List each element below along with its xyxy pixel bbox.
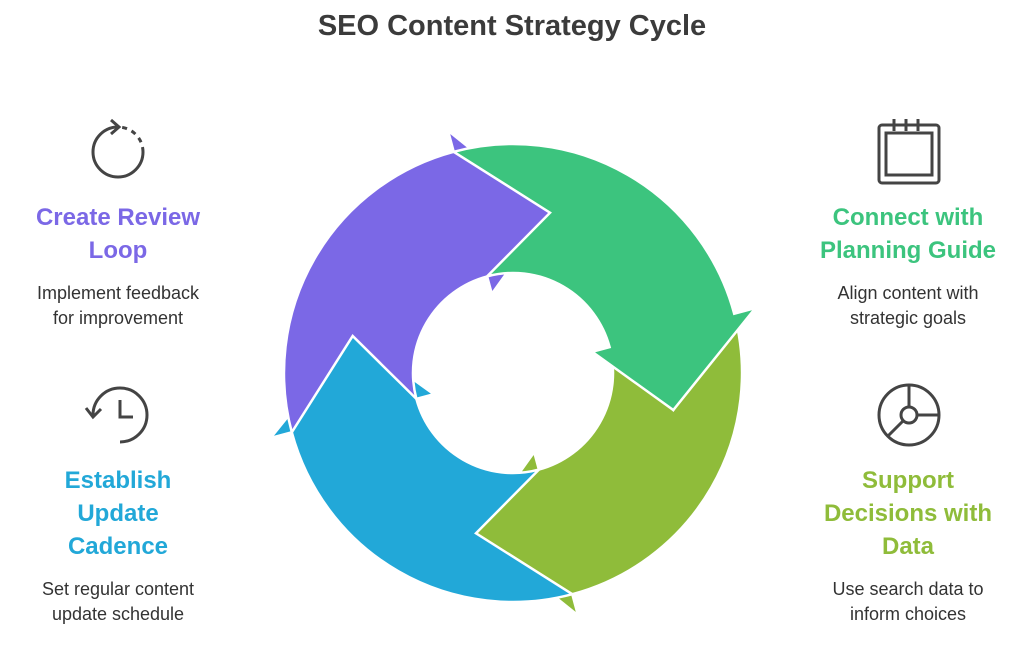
step-support-decisions-data: Support Decisions with Data Use search d… xyxy=(788,464,1024,627)
step-heading: Cadence xyxy=(67,533,169,560)
step-description: update schedule xyxy=(51,604,185,624)
history-clock-icon xyxy=(84,386,149,444)
step-heading: Planning Guide xyxy=(819,237,996,264)
step-description: inform choices xyxy=(849,604,967,624)
step-heading: Create Review xyxy=(35,204,201,231)
pie-chart-icon xyxy=(877,383,941,447)
step-create-review-loop: Create Review Loop Implement feedback fo… xyxy=(0,201,238,331)
step-description: Implement feedback xyxy=(36,283,200,303)
arrow-update-cadence xyxy=(267,334,576,604)
arrow-support-decisions xyxy=(474,310,744,619)
step-description: strategic goals xyxy=(849,308,967,328)
step-description: for improvement xyxy=(52,308,184,328)
calendar-icon xyxy=(877,119,941,185)
step-establish-update-cadence: Establish Update Cadence Set regular con… xyxy=(0,464,238,627)
step-heading: Data xyxy=(881,533,935,560)
step-connect-planning-guide: Connect with Planning Guide Align conten… xyxy=(788,201,1024,331)
step-heading: Loop xyxy=(88,237,148,264)
step-heading: Establish xyxy=(64,467,172,494)
arrow-connect-planning xyxy=(450,142,759,412)
step-description: Align content with xyxy=(837,283,979,303)
refresh-icon xyxy=(91,118,145,179)
diagram-title: SEO Content Strategy Cycle xyxy=(317,10,707,42)
step-heading: Update xyxy=(77,500,159,527)
step-description: Set regular content xyxy=(41,579,195,599)
arrow-review-loop xyxy=(282,127,552,436)
step-heading: Decisions with xyxy=(823,500,993,527)
step-heading: Support xyxy=(862,467,954,494)
step-description: Use search data to xyxy=(832,579,984,599)
step-heading: Connect with xyxy=(832,204,984,231)
